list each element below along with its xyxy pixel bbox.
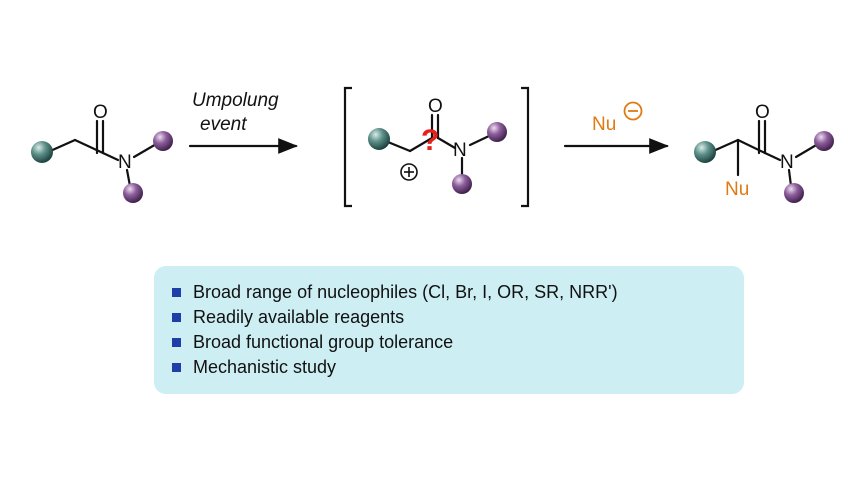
- question-mark: ?: [421, 124, 439, 157]
- feature-text: Broad range of nucleophiles (Cl, Br, I, …: [193, 282, 618, 302]
- oxygen-label: O: [428, 96, 443, 117]
- nucleophile-label: Nu: [725, 179, 749, 200]
- arrow-label-line-2: event: [200, 114, 247, 135]
- bullet-icon: [172, 288, 181, 297]
- teal-substituent-ball: [368, 128, 390, 150]
- feature-item: Readily available reagents: [172, 305, 744, 330]
- purple-substituent-ball: [814, 131, 834, 151]
- bullet-icon: [172, 338, 181, 347]
- negative-charge-icon: [623, 101, 643, 121]
- nitrogen-label: N: [780, 152, 794, 173]
- feature-text: Broad functional group tolerance: [193, 332, 454, 352]
- oxygen-label: O: [755, 102, 770, 123]
- intermediate: O N ?: [343, 86, 530, 208]
- feature-item: Broad functional group tolerance: [172, 330, 744, 355]
- purple-substituent-ball: [487, 122, 507, 142]
- right-bracket: [521, 86, 530, 208]
- feature-item: Broad range of nucleophiles (Cl, Br, I, …: [172, 280, 744, 305]
- nitrogen-label: N: [453, 140, 467, 161]
- purple-substituent-ball: [153, 131, 173, 151]
- bullet-icon: [172, 313, 181, 322]
- oxygen-label: O: [93, 102, 108, 123]
- feature-item: Mechanistic study: [172, 355, 744, 380]
- feature-text: Readily available reagents: [193, 307, 405, 327]
- reagent-label: Nu: [592, 114, 616, 135]
- carbocation-charge-icon: [400, 163, 418, 181]
- bullet-icon: [172, 363, 181, 372]
- left-bracket: [343, 86, 352, 208]
- starting-amide: O N: [31, 102, 173, 203]
- umpolung-arrow: Umpolung event: [188, 90, 298, 154]
- features-panel: Broad range of nucleophiles (Cl, Br, I, …: [154, 266, 744, 394]
- product-amide: O N Nu: [694, 102, 834, 203]
- arrow-label-line-1: Umpolung: [192, 90, 279, 111]
- purple-substituent-ball: [784, 183, 804, 203]
- teal-substituent-ball: [31, 141, 53, 163]
- feature-text: Mechanistic study: [193, 357, 337, 377]
- nitrogen-label: N: [118, 152, 132, 173]
- purple-substituent-ball: [452, 174, 472, 194]
- nucleophile-arrow: Nu: [563, 101, 669, 154]
- teal-substituent-ball: [694, 141, 716, 163]
- purple-substituent-ball: [123, 183, 143, 203]
